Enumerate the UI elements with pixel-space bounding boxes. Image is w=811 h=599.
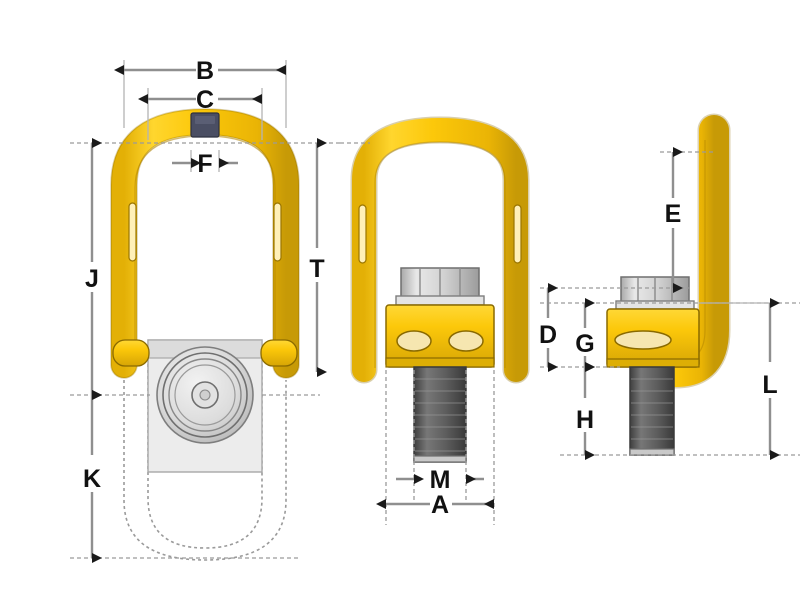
dimension-label-F: F [197,150,212,178]
dimension-label-M: M [430,466,451,494]
dimension-C: C [138,86,262,114]
dimension-label-K: K [83,465,101,493]
threaded-shank-side [413,366,467,463]
dimension-D: D [539,283,558,372]
front-view-extension-lines [70,142,340,559]
dimension-label-L: L [762,371,777,399]
base-block-end [606,308,700,368]
dimension-K: K [83,390,102,563]
threaded-shank-end [629,366,675,456]
hex-nut-end [615,276,695,310]
crown-block [190,112,220,138]
swivel-hub [156,346,254,444]
dimension-label-C: C [196,86,214,114]
dimension-L: L [762,298,780,460]
bail-pivot-ears [112,339,298,367]
dimension-A: A [376,491,494,519]
dimension-label-E: E [665,200,682,228]
dimension-label-J: J [85,265,99,293]
dimension-H: H [576,362,595,460]
dimension-G: G [575,298,595,372]
dimension-M: M [396,466,484,494]
dimension-F: F [172,150,238,178]
dimension-T: T [309,138,327,377]
dimension-E: E [665,147,683,293]
front-view: B C F J T K [70,57,340,563]
bail-side [350,116,530,384]
dimension-label-T: T [309,255,324,283]
swivel-envelope-dashed [123,352,287,561]
dimension-J: J [85,138,102,400]
dimension-B: B [114,57,286,85]
end-view: E D G H L [539,113,800,460]
dimension-label-B: B [196,57,214,85]
dimension-label-A: A [431,491,449,519]
base-block-side [385,304,495,368]
end-view-extension-lines [540,151,800,456]
bail-leg-slots [128,202,282,262]
dimension-label-D: D [539,321,557,349]
hex-nut-side [395,267,485,306]
side-view: M A [340,116,530,525]
dimension-label-G: G [575,330,594,358]
dimension-label-H: H [576,406,594,434]
